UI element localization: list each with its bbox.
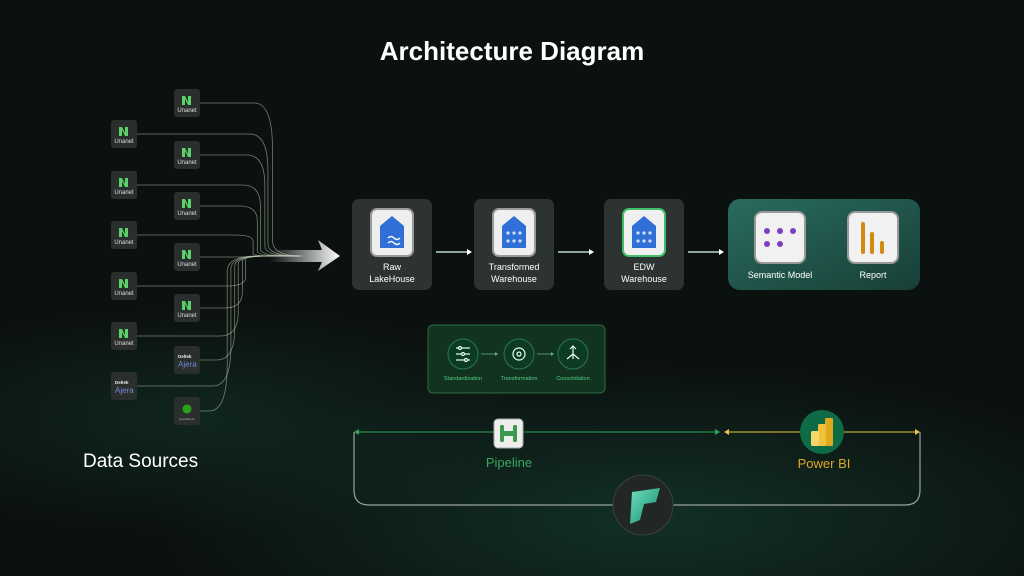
source-name: Unanet	[114, 341, 134, 347]
power-bi-icon[interactable]	[800, 410, 844, 454]
source-connectors	[137, 102, 303, 412]
stage-label-line2: Warehouse	[491, 274, 537, 284]
merge-branches-icon	[566, 345, 580, 360]
unanet-logo-icon	[182, 96, 191, 105]
process-step-standardization: Standardization	[444, 338, 482, 382]
source-name: Unanet	[177, 262, 197, 268]
lakehouse-icon	[380, 216, 404, 248]
unanet-source-tile[interactable]: Unanet	[111, 221, 137, 249]
source-name: Unanet	[114, 240, 134, 246]
unanet-logo-icon	[182, 199, 191, 208]
stage-3[interactable]: EDW Warehouse	[604, 199, 684, 290]
source-name: Unanet	[177, 108, 197, 114]
unanet-source-tile[interactable]: Unanet	[174, 141, 200, 169]
quickbooks-label: QuickBooks	[179, 417, 196, 421]
unanet-source-tile[interactable]: Unanet	[174, 89, 200, 117]
source-name: Unanet	[177, 313, 197, 319]
unanet-source-tile[interactable]: Unanet	[111, 272, 137, 300]
pipeline-label: Pipeline	[486, 455, 532, 470]
source-name: Unanet	[177, 160, 197, 166]
ajera-label: Ajera	[115, 386, 134, 395]
stage-label-line2: Warehouse	[621, 274, 667, 284]
fabric-logo-icon	[612, 474, 674, 536]
gear-wrench-icon	[512, 347, 526, 361]
unanet-logo-icon	[182, 250, 191, 259]
deltek-label: Deltek	[178, 354, 192, 359]
data-sources: UnanetUnanetUnanetUnanetUnanetDeltekAjer…	[111, 89, 200, 425]
power-bi-label: Power BI	[798, 456, 851, 471]
unanet-source-tile[interactable]: Unanet	[174, 243, 200, 271]
unanet-source-tile[interactable]: Unanet	[174, 192, 200, 220]
unanet-source-tile[interactable]: Unanet	[111, 171, 137, 199]
merge-arrow-icon	[270, 240, 340, 271]
stage-label-line1: Transformed	[489, 262, 540, 272]
source-name: Unanet	[114, 190, 134, 196]
sliders-icon	[456, 345, 470, 363]
process-label: Transformation	[501, 376, 538, 382]
ajera-label: Ajera	[178, 360, 197, 369]
unanet-logo-icon	[182, 148, 191, 157]
unanet-source-tile[interactable]: Unanet	[111, 120, 137, 148]
page-title: Architecture Diagram	[380, 36, 644, 66]
quickbooks-source-tile[interactable]: QuickBooks	[174, 397, 200, 425]
semantic-model-icon[interactable]	[754, 211, 806, 264]
stage-label-line2: LakeHouse	[369, 274, 415, 284]
process-step-transformation: Transformation	[501, 338, 538, 382]
process-label: Consolidation	[556, 376, 589, 382]
report-icon[interactable]	[847, 211, 899, 264]
stage-label-line1: Raw	[383, 262, 402, 272]
source-name: Unanet	[114, 291, 134, 297]
report-label: Report	[859, 270, 887, 280]
source-name: Unanet	[114, 139, 134, 145]
stage-label-line1: EDW	[634, 262, 656, 272]
warehouse-icon	[632, 216, 656, 248]
unanet-logo-icon	[182, 301, 191, 310]
warehouse-icon	[502, 216, 526, 248]
unanet-logo-icon	[119, 127, 128, 136]
unanet-logo-icon	[119, 279, 128, 288]
bi-group: Semantic Model Report	[728, 199, 920, 290]
unanet-source-tile[interactable]: Unanet	[174, 294, 200, 322]
pipeline-icon[interactable]	[493, 418, 524, 449]
unanet-logo-icon	[119, 228, 128, 237]
process-label: Standardization	[444, 376, 482, 382]
unanet-logo-icon	[119, 329, 128, 338]
data-sources-label: Data Sources	[83, 451, 198, 472]
deltek-label: Deltek	[115, 380, 129, 385]
unanet-source-tile[interactable]: Unanet	[111, 322, 137, 350]
process-step-consolidation: Consolidation	[556, 338, 590, 382]
source-name: Unanet	[177, 211, 197, 217]
semantic-model-label: Semantic Model	[748, 270, 813, 280]
quickbooks-logo-icon	[182, 404, 192, 414]
unanet-logo-icon	[119, 178, 128, 187]
process-box: Standardization Transformation Consolidati…	[427, 324, 606, 394]
